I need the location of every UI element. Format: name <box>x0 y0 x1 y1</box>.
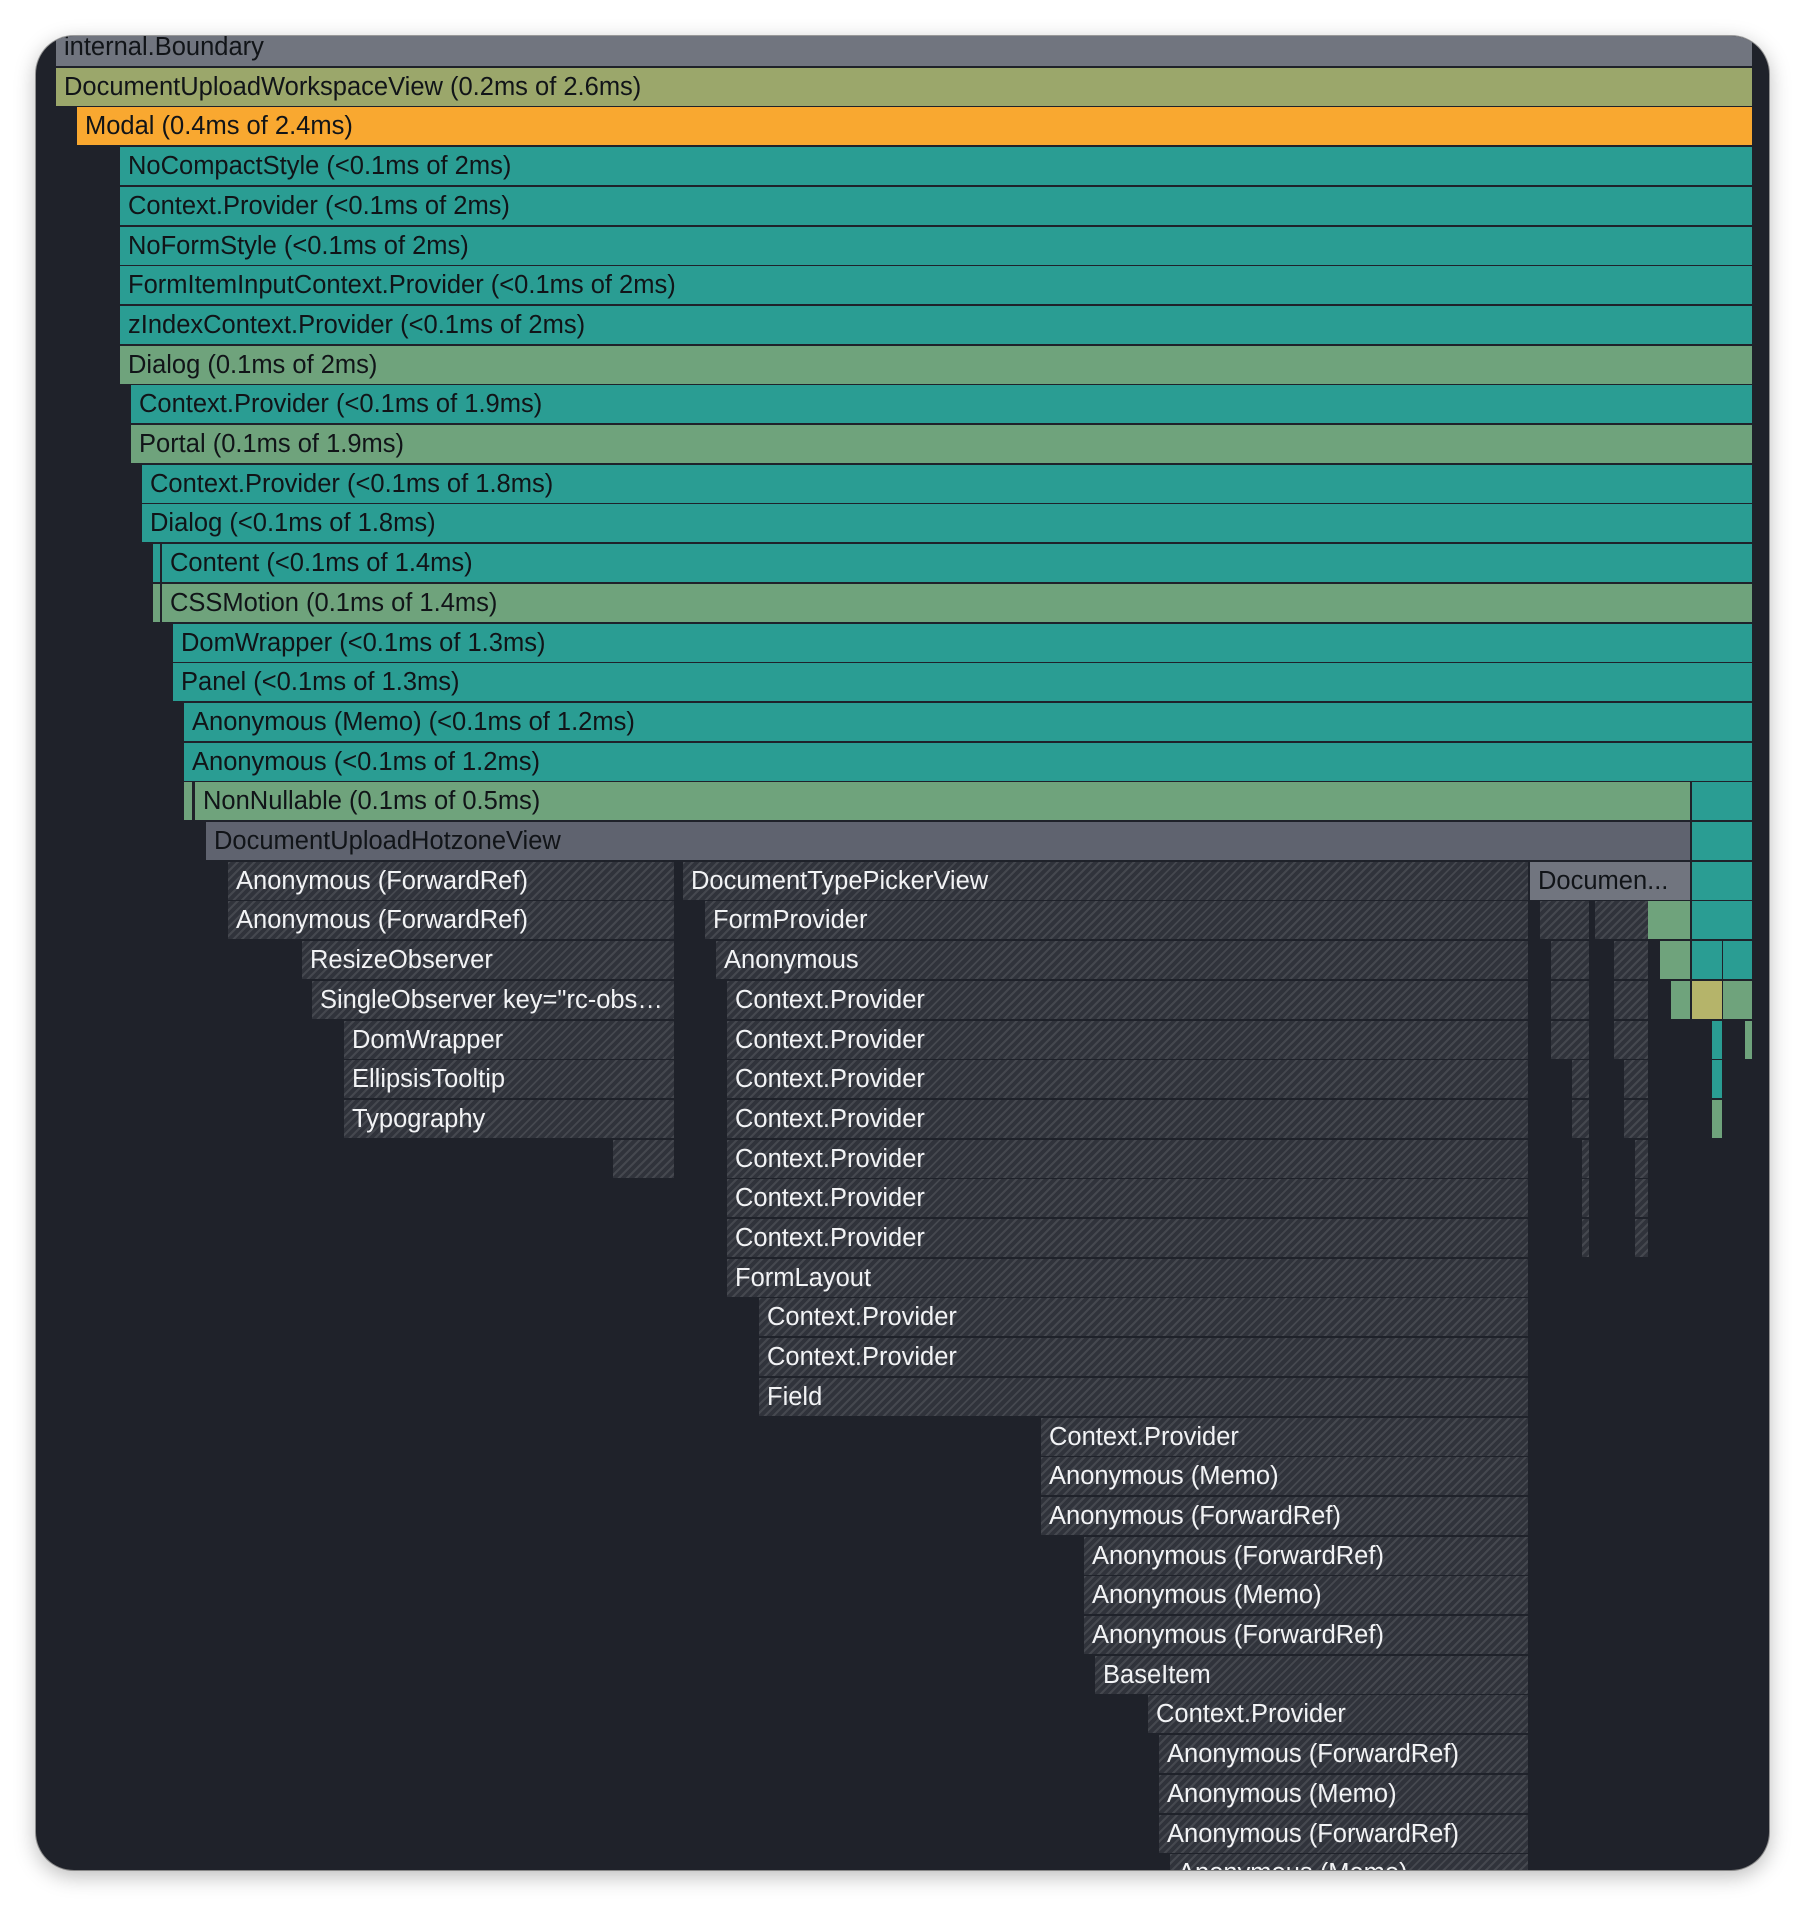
flame-node-unlabeled[interactable] <box>1692 822 1752 860</box>
flame-node-context-provider[interactable]: Context.Provider <box>727 980 1528 1019</box>
flame-node-context-provider[interactable]: Context.Provider <box>727 1060 1528 1099</box>
flame-node-baseitem[interactable]: BaseItem <box>1095 1655 1528 1694</box>
flame-node-nocompactstyle[interactable]: NoCompactStyle (<0.1ms of 2ms) <box>120 147 1752 186</box>
flame-node-unlabeled[interactable] <box>1692 941 1722 980</box>
flame-node-unlabeled[interactable] <box>1551 980 1589 1019</box>
flame-node-anonymous[interactable]: Anonymous (Memo) <box>1041 1457 1528 1496</box>
flame-node-unlabeled[interactable] <box>1595 901 1648 940</box>
flame-node-cssmotion[interactable]: CSSMotion (0.1ms of 1.4ms) <box>162 583 1752 622</box>
flame-node-unlabeled[interactable] <box>153 583 160 622</box>
flame-node-anonymous[interactable]: Anonymous (Memo) <box>1170 1854 1528 1870</box>
flame-node-anonymous[interactable]: Anonymous (ForwardRef) <box>1159 1735 1528 1774</box>
flame-node-unlabeled[interactable] <box>1692 980 1722 1019</box>
flame-node-unlabeled[interactable] <box>1671 980 1690 1019</box>
flame-node-unlabeled[interactable] <box>153 544 160 583</box>
flame-node-anonymous[interactable]: Anonymous (ForwardRef) <box>1159 1814 1528 1853</box>
flame-node-context-provider[interactable]: Context.Provider <box>759 1298 1528 1337</box>
flame-node-unlabeled[interactable] <box>1582 1219 1589 1257</box>
flame-node-unlabeled[interactable] <box>1614 941 1648 980</box>
flame-node-unlabeled[interactable] <box>1712 1099 1722 1138</box>
flame-node-unlabeled[interactable] <box>1551 941 1589 980</box>
flame-node-formlayout[interactable]: FormLayout <box>727 1258 1528 1297</box>
flame-node-context-provider[interactable]: Context.Provider <box>727 1219 1528 1257</box>
flame-node-modal[interactable]: Modal (0.4ms of 2.4ms) <box>77 107 1752 146</box>
flame-node-unlabeled[interactable] <box>1723 980 1752 1019</box>
flame-node-dialog[interactable]: Dialog (0.1ms of 2ms) <box>120 345 1752 384</box>
flame-node-anonymous[interactable]: Anonymous (<0.1ms of 1.2ms) <box>184 742 1752 781</box>
flame-node-formiteminputcontext-provider[interactable]: FormItemInputContext.Provider (<0.1ms of… <box>120 266 1752 305</box>
flame-node-documenttypepickerview[interactable]: DocumentTypePickerView <box>683 861 1528 900</box>
flame-node-ellipsistooltip[interactable]: EllipsisTooltip <box>344 1060 674 1099</box>
flame-node-unlabeled[interactable] <box>1635 1219 1648 1257</box>
flame-node-unlabeled[interactable] <box>1648 901 1690 940</box>
flame-node-unlabeled[interactable] <box>1582 1179 1589 1218</box>
flame-node-unlabeled[interactable] <box>1660 941 1690 980</box>
flame-node-anonymous[interactable]: Anonymous (Memo) <box>1159 1774 1528 1813</box>
flame-node-context-provider[interactable]: Context.Provider (<0.1ms of 2ms) <box>120 186 1752 225</box>
flame-node-unlabeled[interactable] <box>1614 980 1648 1019</box>
flame-node-content[interactable]: Content (<0.1ms of 1.4ms) <box>162 544 1752 583</box>
flame-node-unlabeled[interactable] <box>1692 861 1752 900</box>
flame-node-unlabeled[interactable] <box>1614 1020 1648 1059</box>
flame-node-domwrapper[interactable]: DomWrapper (<0.1ms of 1.3ms) <box>173 623 1752 662</box>
flame-node-documentuploadworkspaceview[interactable]: DocumentUploadWorkspaceView (0.2ms of 2.… <box>56 67 1752 106</box>
flame-node-anonymous[interactable]: Anonymous (ForwardRef) <box>1084 1536 1528 1575</box>
flame-node-context-provider[interactable]: Context.Provider <box>1041 1417 1528 1456</box>
flame-node-context-provider[interactable]: Context.Provider <box>727 1020 1528 1059</box>
flame-node-context-provider[interactable]: Context.Provider (<0.1ms of 1.9ms) <box>131 385 1752 424</box>
flame-node-anonymous[interactable]: Anonymous (ForwardRef) <box>228 861 674 900</box>
flame-node-dialog[interactable]: Dialog (<0.1ms of 1.8ms) <box>142 504 1752 543</box>
flame-node-unlabeled[interactable] <box>1540 901 1589 940</box>
flame-node-anonymous[interactable]: Anonymous <box>716 941 1528 980</box>
flame-node-unlabeled[interactable] <box>1572 1099 1589 1138</box>
flame-node-context-provider[interactable]: Context.Provider <box>759 1338 1528 1377</box>
flame-node-panel[interactable]: Panel (<0.1ms of 1.3ms) <box>173 663 1752 702</box>
flame-node-portal[interactable]: Portal (0.1ms of 1.9ms) <box>131 425 1752 463</box>
flame-node-resizeobserver[interactable]: ResizeObserver <box>302 941 674 980</box>
flame-node-unlabeled[interactable] <box>613 1139 674 1178</box>
flame-node-context-provider[interactable]: Context.Provider <box>727 1139 1528 1178</box>
flame-node-nonnullable[interactable]: NonNullable (0.1ms of 0.5ms) <box>195 782 1690 821</box>
flame-node-unlabeled[interactable] <box>1624 1099 1648 1138</box>
flame-node-unlabeled[interactable] <box>1723 941 1752 980</box>
flame-node-anonymous[interactable]: Anonymous (ForwardRef) <box>1041 1496 1528 1535</box>
flame-node-unlabeled[interactable] <box>184 782 192 821</box>
flame-node-unlabeled[interactable] <box>1692 901 1752 940</box>
flame-node-unlabeled[interactable] <box>1635 1139 1648 1178</box>
flame-node-field[interactable]: Field <box>759 1377 1528 1416</box>
flame-node-singleobserver-key-rc-observer-key-0[interactable]: SingleObserver key="rc-observer-key-0" <box>312 980 674 1019</box>
flame-node-unlabeled[interactable] <box>1624 1060 1648 1099</box>
flame-node-unlabeled[interactable] <box>1551 1020 1589 1059</box>
flame-node-noformstyle[interactable]: NoFormStyle (<0.1ms of 2ms) <box>120 226 1752 265</box>
flame-node-unlabeled[interactable] <box>1635 1179 1648 1218</box>
flame-node-context-provider[interactable]: Context.Provider <box>727 1179 1528 1218</box>
flame-node-context-provider[interactable]: Context.Provider <box>1148 1695 1528 1734</box>
flame-node-domwrapper[interactable]: DomWrapper <box>344 1020 674 1059</box>
flame-node-internal-boundary[interactable]: internal.Boundary <box>56 36 1752 66</box>
flame-node-context-provider[interactable]: Context.Provider (<0.1ms of 1.8ms) <box>142 464 1752 503</box>
flame-node-anonymous[interactable]: Anonymous (ForwardRef) <box>1084 1616 1528 1654</box>
flame-node-unlabeled[interactable] <box>1745 1020 1752 1059</box>
flame-node-typography[interactable]: Typography <box>344 1099 674 1138</box>
flame-node-anonymous[interactable]: Anonymous (ForwardRef) <box>228 901 674 940</box>
flame-node-zindexcontext-provider[interactable]: zIndexContext.Provider (<0.1ms of 2ms) <box>120 305 1752 344</box>
flame-node-unlabeled[interactable] <box>1572 1060 1589 1099</box>
flame-node-anonymous[interactable]: Anonymous (Memo) (<0.1ms of 1.2ms) <box>184 702 1752 741</box>
flame-node-documentuploadhotzoneview[interactable]: DocumentUploadHotzoneView <box>206 822 1690 860</box>
flame-node-unlabeled[interactable] <box>1582 1139 1589 1178</box>
flame-node-unlabeled[interactable] <box>1712 1060 1722 1099</box>
flame-node-context-provider[interactable]: Context.Provider <box>727 1099 1528 1138</box>
flame-node-anonymous[interactable]: Anonymous (Memo) <box>1084 1576 1528 1615</box>
flame-node-formprovider[interactable]: FormProvider <box>705 901 1528 940</box>
flame-node-unlabeled[interactable] <box>1692 782 1752 821</box>
flame-node-documen[interactable]: Documen... <box>1530 861 1690 900</box>
flame-node-unlabeled[interactable] <box>1712 1020 1722 1059</box>
